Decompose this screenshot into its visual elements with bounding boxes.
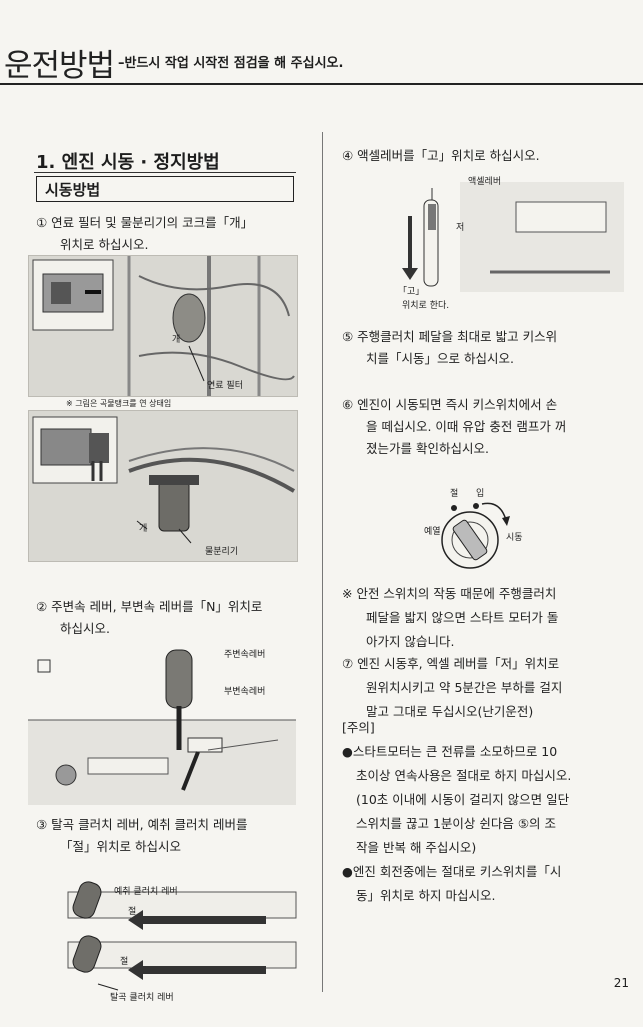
key-off-label: 절: [450, 489, 459, 499]
photo1-note: ※ 그림은 곡물탱크를 연 상태임: [66, 399, 172, 408]
accelerator-illustration: [402, 182, 624, 292]
cutting-clutch-off-label: 절: [128, 907, 137, 917]
accelerator-high-position-label: 위치로 한다.: [402, 301, 450, 311]
step-5: ⑤ 주행클러치 페달을 최대로 밟고 키스위 치를「시동」으로 하십시오.: [342, 329, 558, 366]
key-switch-illustration: [441, 502, 510, 569]
step-6: ⑥ 엔진이 시동되면 즉시 키스위치에서 손 을 떼십시오. 이때 유압 충전 …: [342, 397, 567, 456]
accelerator-lever-label: 액셀레버: [468, 177, 502, 187]
page-subtitle: –반드시 작업 시작전 점검을 해 주십시오.: [118, 56, 344, 71]
threshing-clutch-lever-label: 탈곡 클러치 레버: [110, 993, 174, 1003]
clutch-lever-illustration: [67, 881, 297, 991]
water-separator-illustration: [32, 416, 296, 544]
notice-heading: [주의]: [342, 720, 375, 735]
fuel-filter-photo: 개 연료 필터: [28, 255, 298, 397]
section-title: 1. 엔진 시동 · 정지방법: [36, 152, 220, 173]
accelerator-figure: 액셀레버 저 「고」 위치로 한다.: [340, 172, 624, 318]
subsection-box: 시동방법: [36, 176, 294, 202]
step-1: ① 연료 필터 및 물분리기의 코크를「개」 위치로 하십시오.: [36, 215, 254, 252]
fuel-filter-illustration: [32, 256, 295, 396]
step-3: ③ 탈곡 클러치 레버, 예취 클러치 레버를 「절」위치로 하십시오: [36, 817, 248, 854]
safety-caution: ※ 안전 스위치의 작동 때문에 주행클러치 페달을 밟지 않으면 스타트 모터…: [342, 586, 559, 649]
photo1-filter-label: 연료 필터: [207, 381, 243, 391]
threshing-clutch-off-label: 절: [120, 957, 129, 967]
photo2-separator-label: 물분리기: [205, 547, 239, 557]
accelerator-low-label: 저: [456, 223, 465, 233]
page-number: 21: [613, 976, 629, 990]
cutting-clutch-lever-label: 예취 클러치 레버: [114, 887, 178, 897]
shift-lever-illustration: [28, 649, 296, 805]
key-on-label: 입: [476, 489, 485, 499]
sub-shift-lever-label: 부변속레버: [224, 687, 266, 697]
notice-block: [주의] ●스타트모터는 큰 전류를 소모하므로 10 초이상 연속사용은 절대…: [342, 716, 571, 908]
section-rule: [34, 172, 296, 173]
main-shift-lever-label: 주변속레버: [224, 650, 266, 660]
water-separator-photo: 개 물분리기: [28, 410, 298, 562]
step-2: ② 주변속 레버, 부변속 레버를「N」위치로 하십시오.: [36, 599, 263, 636]
header-rule: [0, 83, 643, 85]
column-divider: [322, 132, 323, 992]
step-7: ⑦ 엔진 시동후, 엑셀 레버를「저」위치로 원위치시키고 약 5분간은 부하를…: [342, 656, 563, 719]
key-switch-figure: 절 입 예열 시동: [410, 486, 550, 576]
photo1-open-label: 개: [172, 335, 181, 345]
subsection-title: 시동방법: [45, 181, 101, 199]
key-start-label: 시동: [506, 533, 523, 543]
clutch-lever-figure: 예취 클러치 레버 절 절 탈곡 클러치 레버: [28, 872, 297, 1003]
page-title: 운전방법: [4, 48, 115, 84]
shift-lever-figure: 주변속레버 부변속레버: [28, 640, 296, 805]
key-preheat-label: 예열: [424, 527, 441, 537]
photo2-open-label: 개: [139, 524, 148, 534]
accelerator-high-label: 「고」: [398, 287, 425, 297]
step-4: ④ 액셀레버를「고」위치로 하십시오.: [342, 148, 540, 163]
